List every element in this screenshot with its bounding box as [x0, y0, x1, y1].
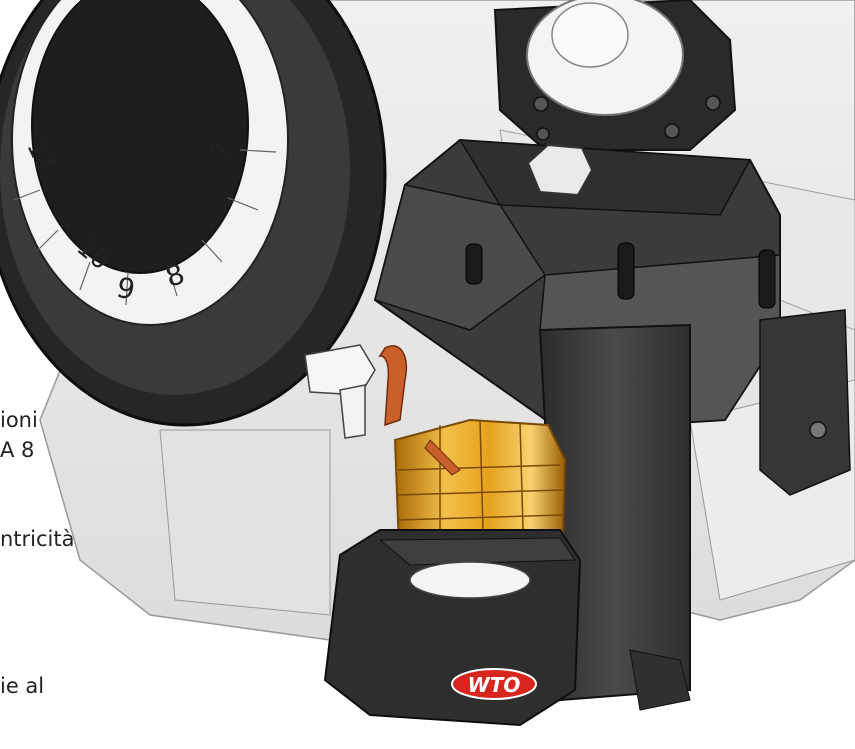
upper-flange — [493, 0, 737, 151]
coolant-fitting — [304, 344, 407, 439]
wto-logo-text: WTO — [468, 673, 521, 697]
wto-logo: WTO — [451, 668, 537, 700]
lower-nut: WTO — [323, 529, 691, 727]
text-fragment: ioni — [0, 408, 38, 432]
text-fragment: A 8 — [0, 438, 35, 462]
text-fragment: ntricità — [0, 527, 75, 551]
text-fragment: ie al — [0, 674, 45, 698]
graduated-dial: 10 9 8 7 11 — [0, 0, 387, 427]
